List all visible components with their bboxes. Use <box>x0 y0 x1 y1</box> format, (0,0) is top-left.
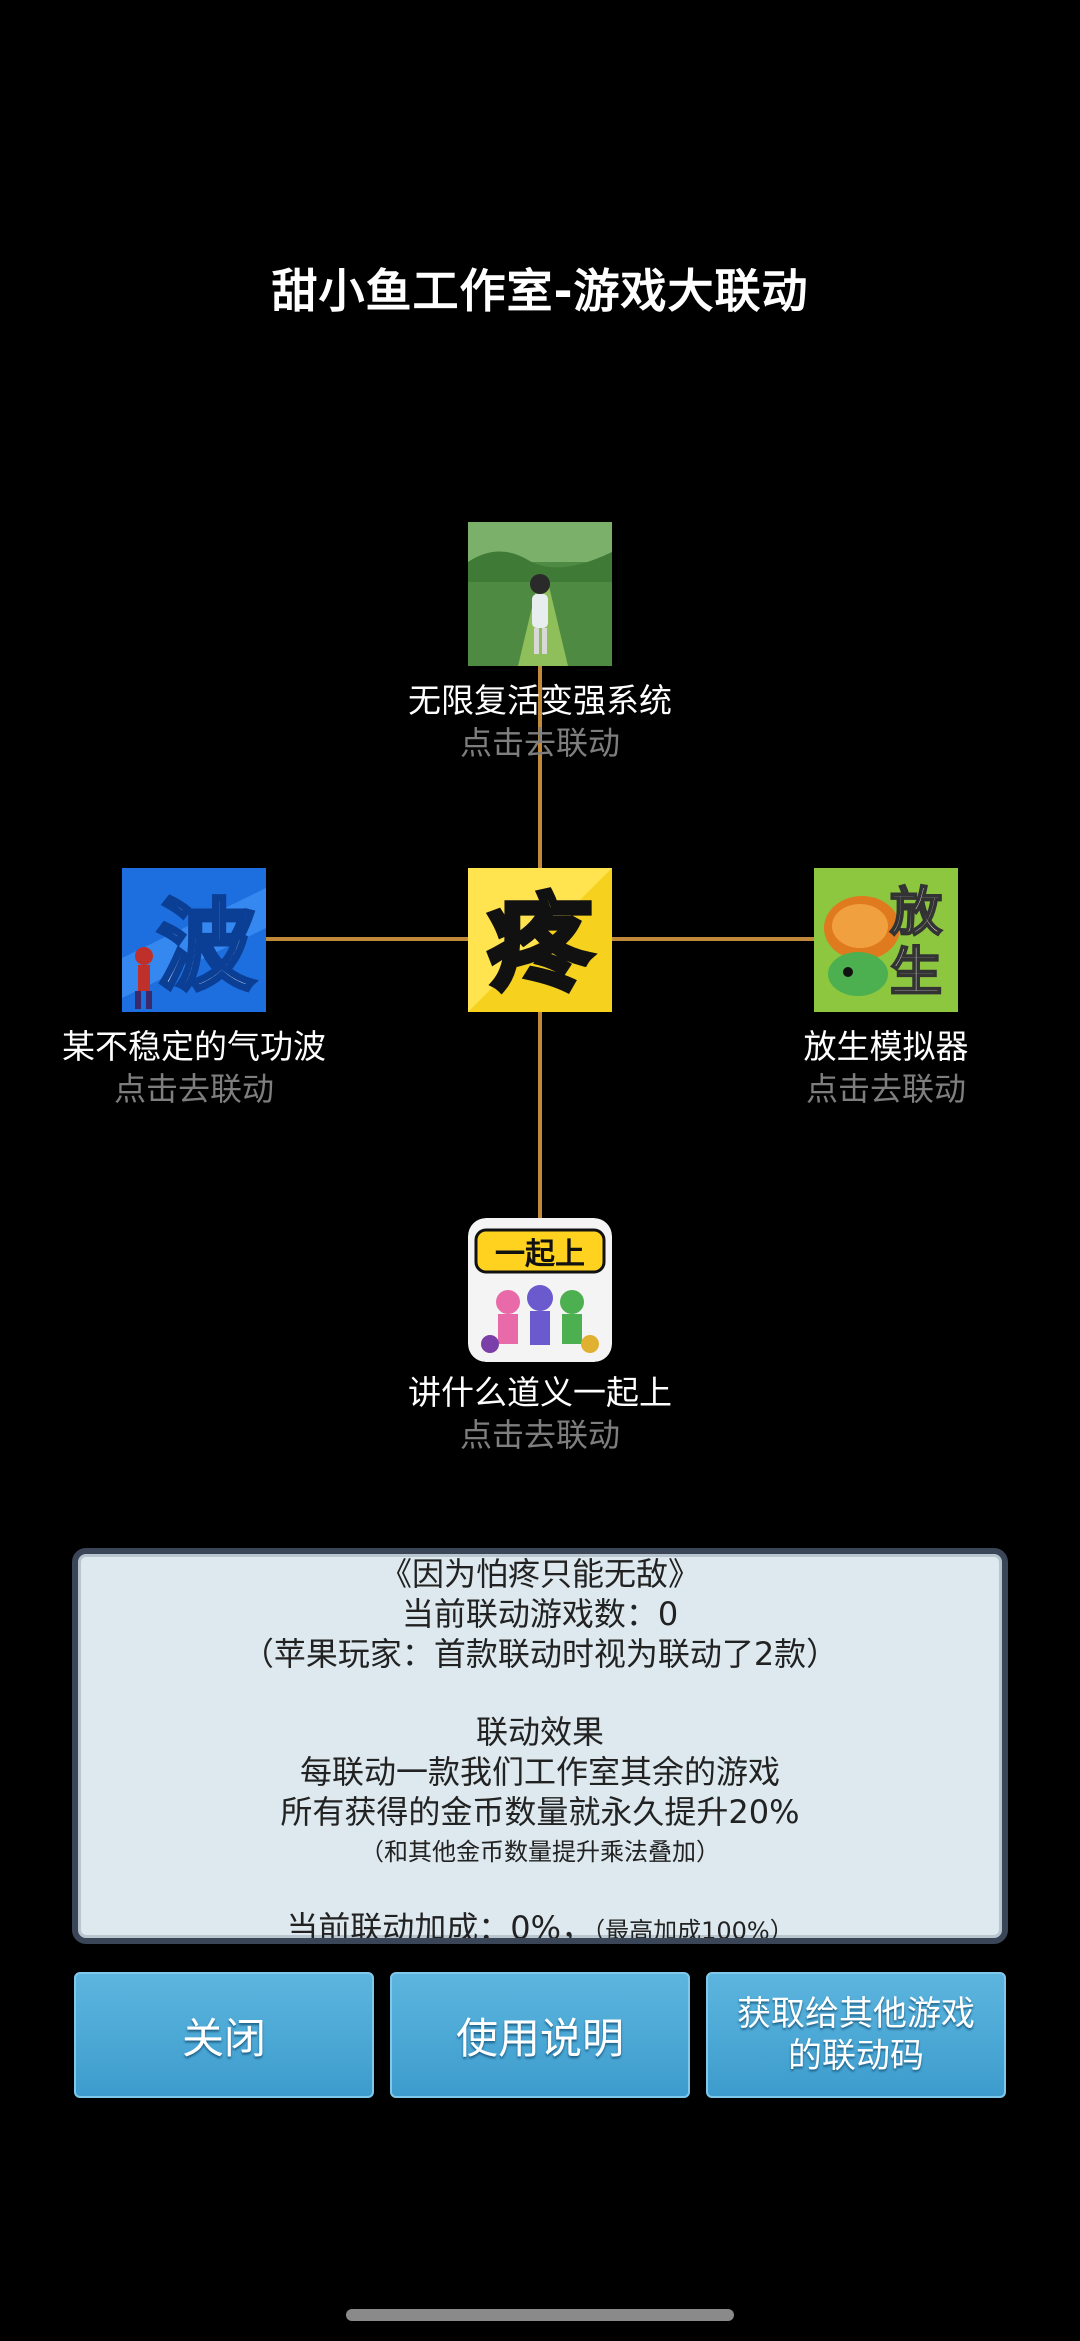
current-bonus-text: 当前联动加成：0%， <box>286 1909 594 1944</box>
home-indicator[interactable] <box>346 2309 734 2321</box>
girl-in-forest-icon[interactable] <box>468 522 612 666</box>
help-button[interactable]: 使用说明 <box>390 1972 690 2098</box>
svg-text:一起上: 一起上 <box>495 1237 585 1272</box>
game-name-left: 某不稳定的气功波 <box>62 1027 326 1066</box>
info-ios-note: （苹果玩家：首款联动时视为联动了2款） <box>241 1635 839 1673</box>
info-panel[interactable]: 《因为怕疼只能无敌》 当前联动游戏数：0 （苹果玩家：首款联动时视为联动了2款）… <box>72 1548 1008 1944</box>
svg-text:疼: 疼 <box>488 883 593 1005</box>
info-current-bonus: 当前联动加成：0%，（最高加成100%） <box>78 1908 1002 1944</box>
info-effect-line-1: 每联动一款我们工作室其余的游戏 <box>299 1753 780 1791</box>
info-game-title: 《因为怕疼只能无敌》 <box>379 1555 700 1593</box>
info-effect-note: （和其他金币数量提升乘法叠加） <box>360 1838 720 1866</box>
close-button[interactable]: 关闭 <box>74 1972 374 2098</box>
game-name-right: 放生模拟器 <box>803 1027 969 1066</box>
max-bonus-text: （最高加成100%） <box>593 1917 794 1944</box>
link-button-top[interactable]: 点击去联动 <box>459 724 620 762</box>
game-name-top: 无限复活变强系统 <box>408 681 672 720</box>
wave-icon[interactable]: 波 <box>122 868 266 1012</box>
get-link-code-button[interactable]: 获取给其他游戏 的联动码 <box>706 1972 1006 2098</box>
page-title: 甜小鱼工作室-游戏大联动 <box>271 264 809 318</box>
connector-left <box>266 937 468 941</box>
link-button-left[interactable]: 点击去联动 <box>113 1070 274 1108</box>
together-icon[interactable]: 一起上 <box>468 1218 612 1362</box>
game-name-bottom: 讲什么道义一起上 <box>408 1373 672 1412</box>
info-effect-heading: 联动效果 <box>475 1713 604 1751</box>
connector-bottom <box>538 1012 542 1218</box>
svg-text:波: 波 <box>157 890 255 1004</box>
info-effect-line-2: 所有获得的金币数量就永久提升20% <box>280 1793 800 1831</box>
link-button-right[interactable]: 点击去联动 <box>805 1070 966 1108</box>
svg-text:生: 生 <box>890 943 942 1003</box>
connector-top <box>538 666 542 868</box>
link-button-bottom[interactable]: 点击去联动 <box>459 1416 620 1454</box>
connector-right <box>612 937 814 941</box>
svg-text:放: 放 <box>890 883 942 943</box>
info-linked-count: 当前联动游戏数：0 <box>401 1595 679 1633</box>
pain-icon: 疼 <box>468 868 612 1012</box>
turtle-icon[interactable]: 放 生 <box>814 868 958 1012</box>
